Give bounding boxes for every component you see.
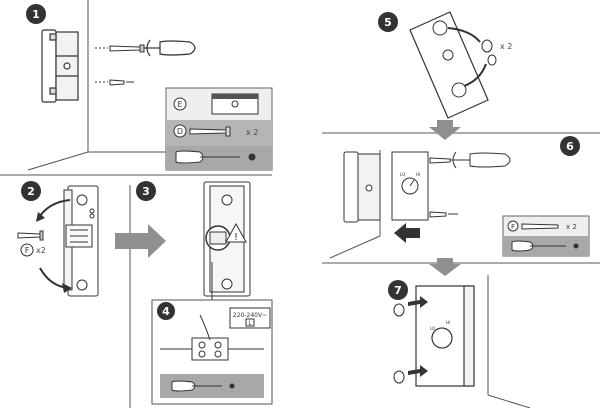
warning-triangle-icon: ! <box>225 222 247 243</box>
svg-text:5: 5 <box>384 16 392 29</box>
part-d-label: D <box>177 127 183 136</box>
part-e-label: E <box>177 100 182 109</box>
screwdriver-step6-small-icon <box>511 240 579 252</box>
cap-arrows <box>447 27 487 87</box>
live-terminal-label: L <box>248 320 252 327</box>
dial-hi: HI <box>416 172 420 177</box>
dial-lo: LO <box>400 172 405 177</box>
step-3-panel: 3 ! <box>115 181 251 408</box>
qty-x2-step5: x 2 <box>500 42 512 51</box>
terminal-block <box>160 314 264 361</box>
parts-box-step1: E D x 2 <box>165 87 273 171</box>
qty-x2-step6: x 2 <box>566 223 577 231</box>
step-7-panel: 7 LO HI <box>388 275 531 408</box>
heater-unit-side-step6 <box>343 151 381 223</box>
cap-plugs <box>481 39 497 66</box>
qty-x2-step2: x2 <box>36 246 46 255</box>
next-step-arrow <box>115 224 166 258</box>
svg-text:3: 3 <box>142 185 150 198</box>
step-1-badge: 1 <box>26 4 46 24</box>
screwdriver-step6-icon <box>429 151 511 169</box>
arrow-6-to-7 <box>429 258 461 276</box>
svg-text:2: 2 <box>27 185 35 198</box>
back-plate <box>63 185 99 297</box>
part-f-label-step2: F <box>25 246 30 255</box>
qty-x2-step1: x 2 <box>246 128 258 137</box>
svg-text:4: 4 <box>162 305 170 318</box>
cap-plug-top <box>393 296 428 317</box>
step-6-panel: 6 LO HI <box>329 136 590 259</box>
heater-unit-side <box>41 29 79 103</box>
push-left-arrow <box>394 223 420 243</box>
dial-hi-step7: HI <box>446 320 450 325</box>
svg-text:7: 7 <box>394 284 402 297</box>
cap-plug-bottom <box>393 365 428 384</box>
screwdriver-step4-icon <box>171 380 235 392</box>
svg-text:1: 1 <box>32 8 40 21</box>
mounted-base <box>203 181 251 310</box>
voltage-label: 220-240V~ <box>233 312 267 319</box>
front-plate-step6 <box>391 151 429 221</box>
arrow-5-to-6 <box>429 120 461 140</box>
step-4-panel: 4 220-240V~ L <box>151 299 273 405</box>
step-5-panel: 5 x 2 <box>378 11 512 119</box>
screw-step6 <box>429 211 458 218</box>
screw-top <box>95 44 145 53</box>
svg-text:!: ! <box>234 232 238 243</box>
step-2-panel: 2 F x2 <box>17 181 99 297</box>
step-4-badge: 4 <box>157 302 175 320</box>
panel-dividers <box>0 132 600 264</box>
step-2-badge: 2 <box>21 181 41 201</box>
part-f-label-step6: F <box>511 223 515 231</box>
step-7-badge: 7 <box>388 280 408 300</box>
parts-box-step6: F x 2 <box>502 215 590 257</box>
step-6-badge: 6 <box>560 136 580 156</box>
screw-f <box>17 230 44 241</box>
dial-lo-step7: LO <box>430 326 435 331</box>
front-plate <box>409 11 489 119</box>
svg-text:6: 6 <box>566 140 574 153</box>
screwdriver-small-icon <box>175 150 256 164</box>
screw-bottom <box>95 79 134 86</box>
screwdriver-icon <box>144 39 196 57</box>
step-5-badge: 5 <box>378 12 398 32</box>
step-1-panel: E D x 2 1 <box>26 0 273 171</box>
step-3-badge: 3 <box>136 181 156 201</box>
